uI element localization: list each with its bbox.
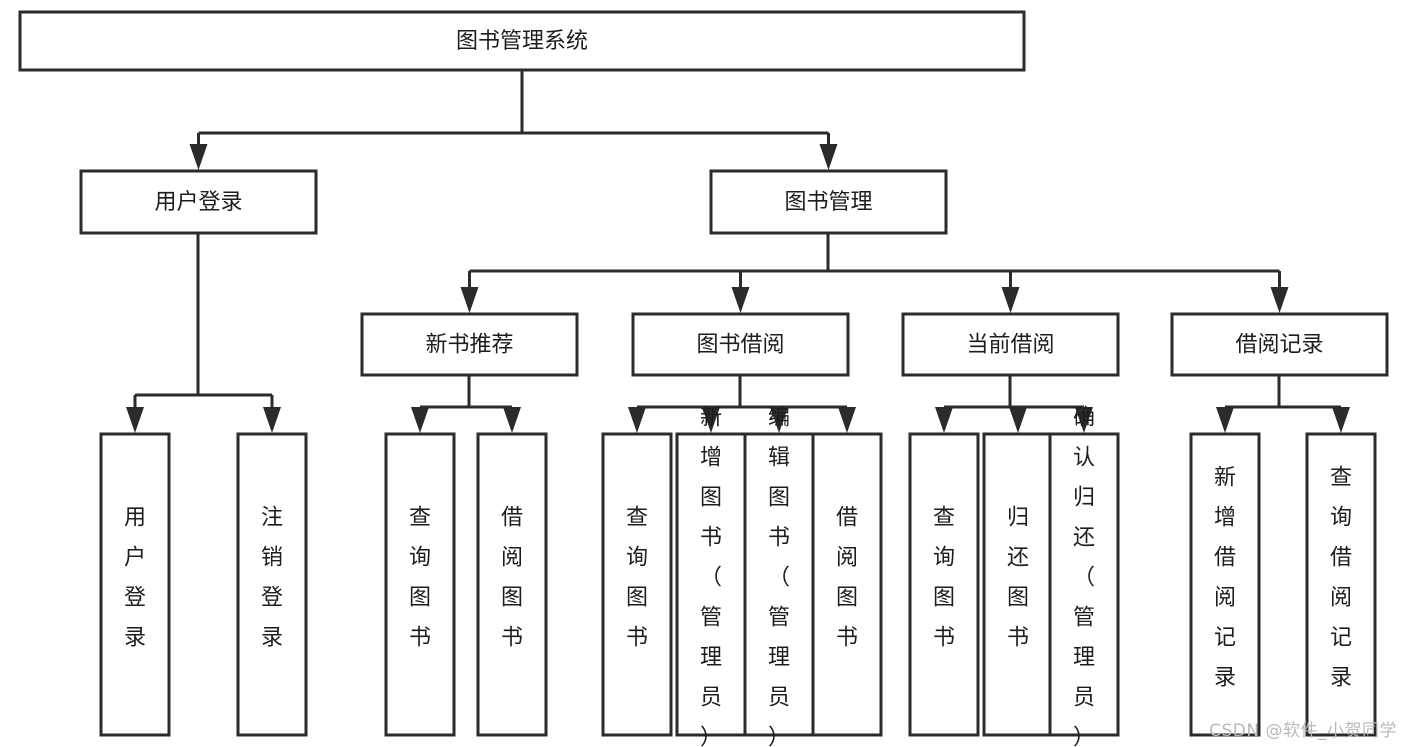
node-label-root: 图书管理系统 (456, 29, 588, 54)
arrow-head-icon (838, 407, 856, 433)
conn-borrow-record-to-leaves (1216, 375, 1350, 433)
node-label-leaf-query-book-3: 查询图书 (933, 506, 955, 651)
arrow-head-icon (411, 407, 429, 433)
node-label-leaf-query-book-1: 查询图书 (409, 506, 431, 651)
node-label-leaf-borrow-book-2: 借阅图书 (836, 506, 858, 651)
arrow-head-icon (503, 407, 521, 433)
node-leaf-user-login[interactable]: 用户登录 (99, 432, 171, 737)
arrow-head-icon (189, 144, 208, 170)
arrow-head-icon (1216, 407, 1234, 433)
node-current-borrow[interactable]: 当前借阅 (901, 312, 1120, 377)
node-box-leaf-logout (236, 432, 308, 737)
node-box-leaf-query-book-2 (601, 432, 673, 737)
arrow-head-icon (819, 144, 838, 170)
arrow-head-icon (770, 407, 788, 433)
node-new-book-rec[interactable]: 新书推荐 (360, 312, 579, 377)
node-book-borrow[interactable]: 图书借阅 (631, 312, 850, 377)
node-box-borrow-record (1170, 312, 1389, 377)
arrow-head-icon (1075, 407, 1093, 433)
node-label-leaf-return-book: 归还图书 (1007, 506, 1029, 651)
node-book-manage[interactable]: 图书管理 (709, 169, 948, 235)
node-leaf-query-book-2[interactable]: 查询图书 (601, 432, 673, 737)
node-label-new-book-rec: 新书推荐 (425, 333, 513, 358)
conn-current-borrow-to-leaves (935, 375, 1093, 433)
node-label-leaf-query-book-2: 查询图书 (626, 506, 648, 651)
node-label-leaf-user-login: 用户登录 (124, 506, 146, 651)
conn-book-manage-to-level3 (460, 233, 1289, 313)
node-label-leaf-add-record: 新增借阅记录 (1214, 466, 1236, 691)
node-leaf-confirm-return[interactable]: 确认归还（管理员） (1048, 406, 1120, 747)
node-box-leaf-edit-book (743, 432, 815, 737)
node-box-book-borrow (631, 312, 850, 377)
node-box-book-manage (709, 169, 948, 235)
node-box-leaf-borrow-book-2 (811, 432, 883, 737)
node-box-current-borrow (901, 312, 1120, 377)
node-label-leaf-edit-book: 编辑图书（管理员） (768, 406, 790, 747)
arrow-head-icon (731, 287, 750, 313)
node-leaf-query-book-3[interactable]: 查询图书 (908, 432, 980, 737)
node-leaf-query-book-1[interactable]: 查询图书 (384, 432, 456, 737)
node-leaf-logout[interactable]: 注销登录 (236, 432, 308, 737)
node-leaf-query-record[interactable]: 查询借阅记录 (1305, 432, 1377, 737)
node-label-borrow-record: 借阅记录 (1235, 333, 1323, 358)
arrow-head-icon (628, 407, 646, 433)
arrow-head-icon (460, 287, 479, 313)
csdn-watermark: CSDN @软件_小贺同学 (1209, 721, 1397, 741)
node-label-leaf-add-book: 新增图书（管理员） (700, 406, 722, 747)
node-label-leaf-logout: 注销登录 (261, 506, 283, 651)
arrow-head-icon (1332, 407, 1350, 433)
node-box-leaf-confirm-return (1048, 432, 1120, 737)
node-label-leaf-confirm-return: 确认归还（管理员） (1073, 406, 1095, 747)
arrow-head-icon (263, 407, 281, 433)
arrow-head-icon (1270, 287, 1289, 313)
arrow-head-icon (702, 407, 720, 433)
node-leaf-edit-book[interactable]: 编辑图书（管理员） (743, 406, 815, 747)
node-label-user-login: 用户登录 (154, 190, 242, 215)
conn-new-book-rec-to-leaves (411, 375, 521, 433)
arrow-head-icon (935, 407, 953, 433)
arrow-head-icon (1009, 407, 1027, 433)
node-label-book-manage: 图书管理 (784, 190, 872, 215)
node-box-leaf-query-book-1 (384, 432, 456, 737)
node-box-leaf-query-book-3 (908, 432, 980, 737)
nodes-layer: 图书管理系统用户登录图书管理新书推荐图书借阅当前借阅借阅记录用户登录注销登录查询… (18, 10, 1389, 747)
node-user-login[interactable]: 用户登录 (79, 169, 318, 235)
node-box-leaf-add-record (1189, 432, 1261, 737)
node-label-book-borrow: 图书借阅 (696, 333, 784, 358)
conn-user-login-to-leaves (126, 233, 281, 433)
node-leaf-add-book[interactable]: 新增图书（管理员） (675, 406, 747, 747)
node-box-user-login (79, 169, 318, 235)
node-box-leaf-query-record (1305, 432, 1377, 737)
node-box-leaf-return-book (982, 432, 1054, 737)
node-label-current-borrow: 当前借阅 (966, 333, 1054, 358)
node-label-leaf-query-record: 查询借阅记录 (1330, 466, 1352, 691)
node-leaf-add-record[interactable]: 新增借阅记录 (1189, 432, 1261, 737)
connectors-layer (126, 70, 1350, 433)
arrow-head-icon (1001, 287, 1020, 313)
node-leaf-return-book[interactable]: 归还图书 (982, 432, 1054, 737)
node-root[interactable]: 图书管理系统 (18, 10, 1026, 72)
node-label-leaf-borrow-book-1: 借阅图书 (501, 506, 523, 651)
node-box-new-book-rec (360, 312, 579, 377)
node-leaf-borrow-book-1[interactable]: 借阅图书 (476, 432, 548, 737)
conn-root-to-level2 (189, 70, 838, 170)
node-box-leaf-borrow-book-1 (476, 432, 548, 737)
node-box-root (18, 10, 1026, 72)
arrow-head-icon (126, 407, 144, 433)
node-box-leaf-user-login (99, 432, 171, 737)
conn-book-borrow-to-leaves (628, 375, 856, 433)
node-borrow-record[interactable]: 借阅记录 (1170, 312, 1389, 377)
node-leaf-borrow-book-2[interactable]: 借阅图书 (811, 432, 883, 737)
